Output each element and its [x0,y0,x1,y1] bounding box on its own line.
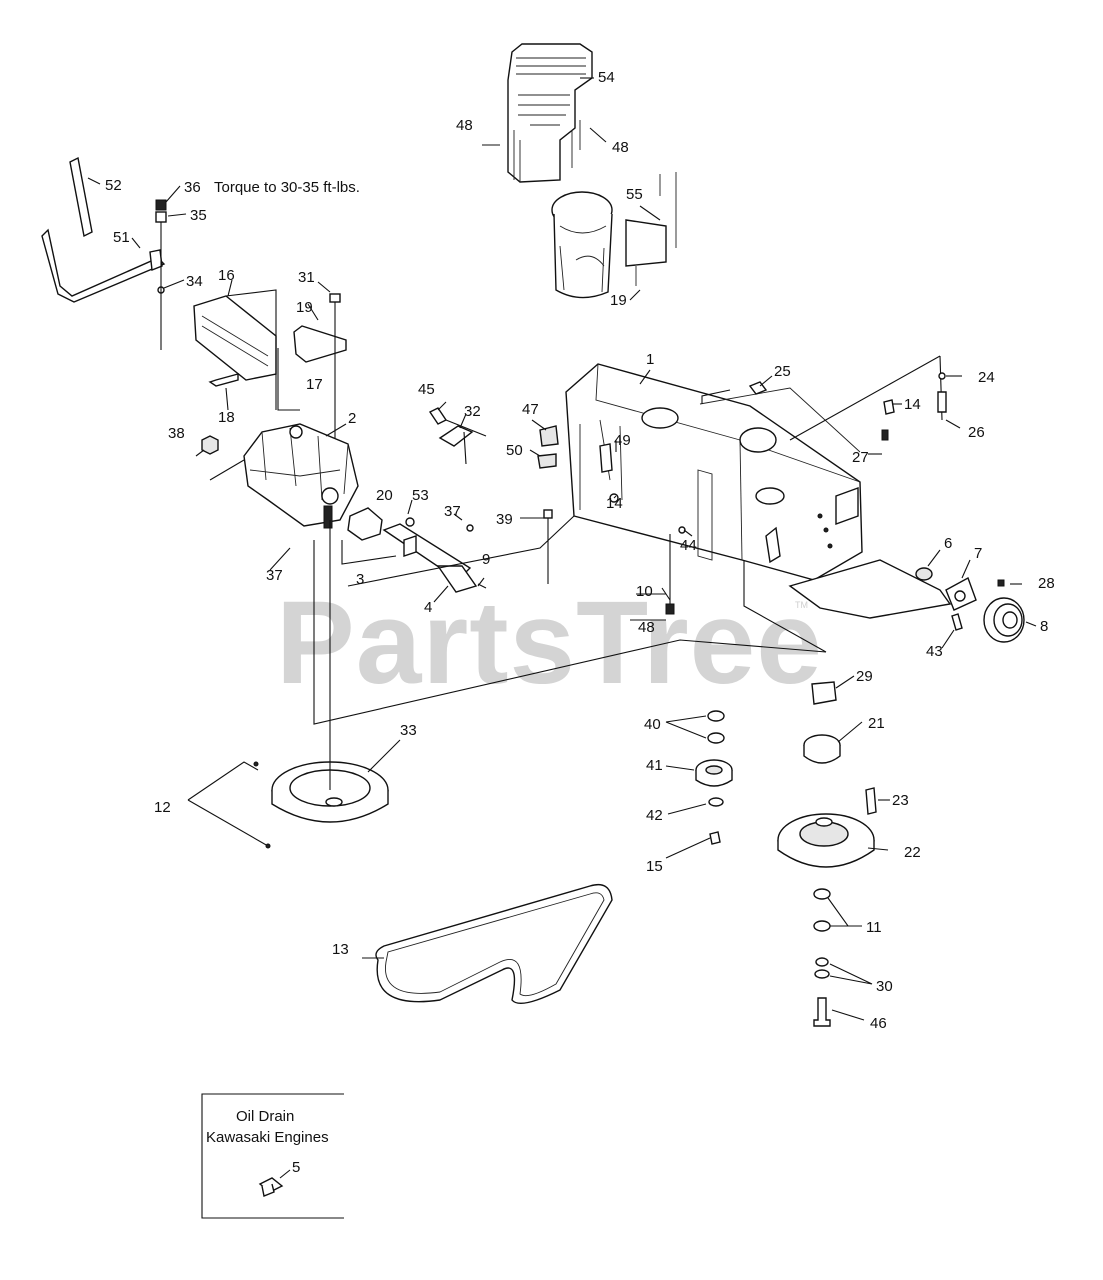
callout-6: 6 [944,535,952,552]
callout-37-lower: 37 [266,567,283,584]
washer-stack-part [813,888,831,1027]
callout-38: 38 [168,425,185,442]
callout-4: 4 [424,599,432,616]
callout-27: 27 [852,449,869,466]
callout-8: 8 [1040,618,1048,635]
callout-5: 5 [292,1159,300,1176]
callout-55: 55 [626,186,643,203]
callout-14-right: 14 [904,396,921,413]
oil-drain-plug-part [258,1177,284,1197]
callout-37-upper: 37 [444,503,461,520]
callout-10: 10 [636,583,653,600]
callout-35: 35 [190,207,207,224]
plate-part [277,325,347,411]
callout-42: 42 [646,807,663,824]
callout-9: 9 [482,551,490,568]
callout-26: 26 [968,424,985,441]
callout-46: 46 [870,1015,887,1032]
callout-44: 44 [680,537,697,554]
idler-pulley-part [695,710,733,845]
inset-title-line2: Kawasaki Engines [206,1129,329,1146]
large-pulley-part [187,761,389,849]
trademark-text: TM [795,600,808,610]
nut-38-part [201,435,219,455]
callout-43: 43 [926,643,943,660]
callout-48-top-right: 48 [612,139,629,156]
frame-part [565,363,863,581]
engine-shroud-part [507,43,593,183]
callout-41: 41 [646,757,663,774]
torque-note: Torque to 30-35 ft-lbs. [214,179,360,196]
callout-52: 52 [105,177,122,194]
bolt-31-part [329,293,341,440]
callout-15: 15 [646,858,663,875]
idler-arm-part [788,559,1005,631]
bolt-18-part [208,373,239,387]
callout-19-engine: 19 [610,292,627,309]
drive-belt-part [375,883,613,1004]
callout-33: 33 [400,722,417,739]
callout-48-center: 48 [638,619,655,636]
lever-arm-part [41,228,166,303]
callout-34: 34 [186,273,203,290]
callout-19-plate: 19 [296,299,313,316]
callout-22: 22 [904,844,921,861]
callout-17: 17 [306,376,323,393]
callout-45: 45 [418,381,435,398]
bolt-10-part [609,493,686,615]
spindle-part [803,681,841,764]
handle-bar-part [69,156,93,238]
inset-title-line1: Oil Drain [236,1108,294,1125]
callout-36: 36 [184,179,201,196]
callout-39: 39 [496,511,513,528]
callout-2: 2 [348,410,356,427]
callout-3: 3 [356,571,364,588]
pulley-8-part [983,597,1025,643]
oil-drain-inset: Oil Drain Kawasaki Engines 5 [201,1093,344,1219]
callout-11: 11 [866,919,882,936]
link-32-part [428,407,487,465]
callout-31: 31 [298,269,315,286]
callout-53: 53 [412,487,429,504]
callout-50: 50 [506,442,523,459]
bracket-part [193,289,277,410]
callout-28: 28 [1038,575,1055,592]
transaxle-part [209,423,359,529]
callout-16: 16 [218,267,235,284]
callout-25: 25 [774,363,791,380]
callout-labels: 54 48 48 55 19 52 51 36 Torque to 30-35 … [105,69,1055,1032]
callout-21: 21 [868,715,885,732]
callout-54: 54 [598,69,615,86]
callout-14-center: 14 [606,495,623,512]
callout-51: 51 [113,229,130,246]
callout-13: 13 [332,941,349,958]
callout-18: 18 [218,409,235,426]
watermark-text: PartsTree [276,577,823,709]
bolt-39-part [543,509,553,584]
mount-tab-part [537,425,613,473]
callout-29: 29 [856,668,873,685]
callout-24: 24 [978,369,995,386]
callout-49: 49 [614,432,631,449]
callout-12: 12 [154,799,171,816]
callout-30: 30 [876,978,893,995]
leader-lines [87,77,1037,1021]
callout-20: 20 [376,487,393,504]
callout-7: 7 [974,545,982,562]
engine-block-part [551,172,677,299]
drive-pulley-22-part [777,787,877,868]
bolt-stack-part [155,199,167,350]
callout-47: 47 [522,401,539,418]
frame-outline-line [313,540,827,725]
callout-1: 1 [646,351,654,368]
callout-40: 40 [644,716,661,733]
callout-48-top-left: 48 [456,117,473,134]
callout-32: 32 [464,403,481,420]
callout-23: 23 [892,792,909,809]
